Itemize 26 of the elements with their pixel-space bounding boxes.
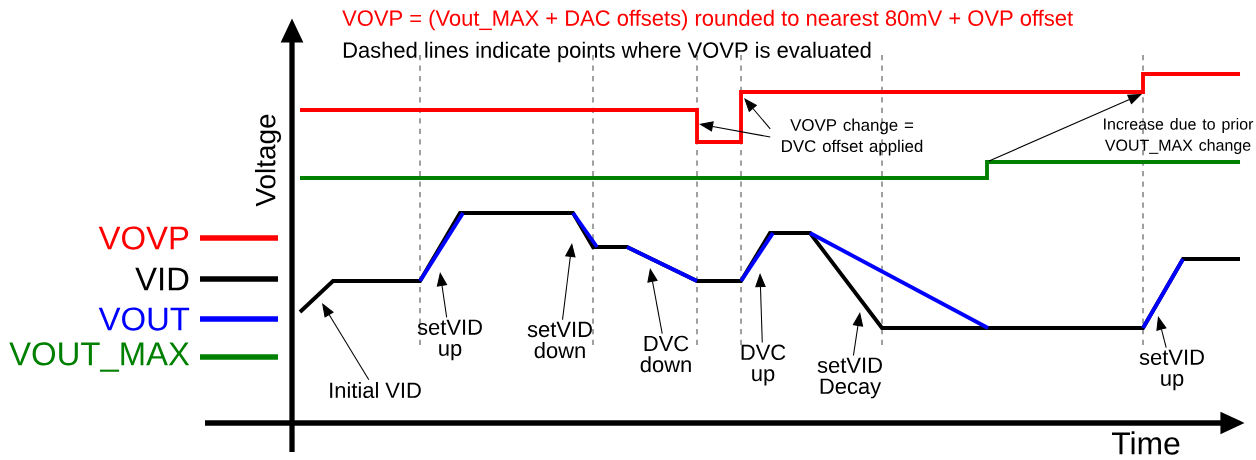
leader-line <box>647 268 663 335</box>
legend-text: VOUT <box>98 307 190 331</box>
leader-line <box>755 273 766 343</box>
note-text: Dashed lines indicate points where VOVP is evaluated <box>343 41 871 63</box>
note-text: VOVP = (Vout_MAX + DAC offsets) rounded to nearest 80mV + OVP offset <box>342 9 1073 31</box>
leader-line <box>699 121 771 138</box>
annotation-text: DVC up <box>741 344 786 386</box>
leader-line <box>1156 316 1167 349</box>
annotation-text: setVID up <box>417 319 482 361</box>
annotation-text: Increase due to prior VOUT_MAX change <box>1104 118 1254 154</box>
leader-line <box>562 243 576 321</box>
legend-text: VOUT_MAX <box>9 342 190 372</box>
annotation-text: Initial VID <box>330 381 421 399</box>
leader-line <box>852 312 864 357</box>
annotation-text: DVC down <box>640 335 691 373</box>
annotation-text: setVID up <box>1139 349 1204 391</box>
leader-line <box>436 272 448 319</box>
leader-line <box>744 98 771 130</box>
leader-line <box>322 303 370 381</box>
axis-title: Voltage <box>255 114 281 207</box>
annotation-text: setVID Decay <box>817 357 882 399</box>
legend-text: VOVP <box>98 226 189 250</box>
annotation-text: setVID down <box>527 321 592 359</box>
legend-text: VID <box>135 267 189 291</box>
axis-title: Time <box>1112 431 1180 455</box>
annotation-text: VOVP change = DVC offset applied <box>782 118 923 156</box>
